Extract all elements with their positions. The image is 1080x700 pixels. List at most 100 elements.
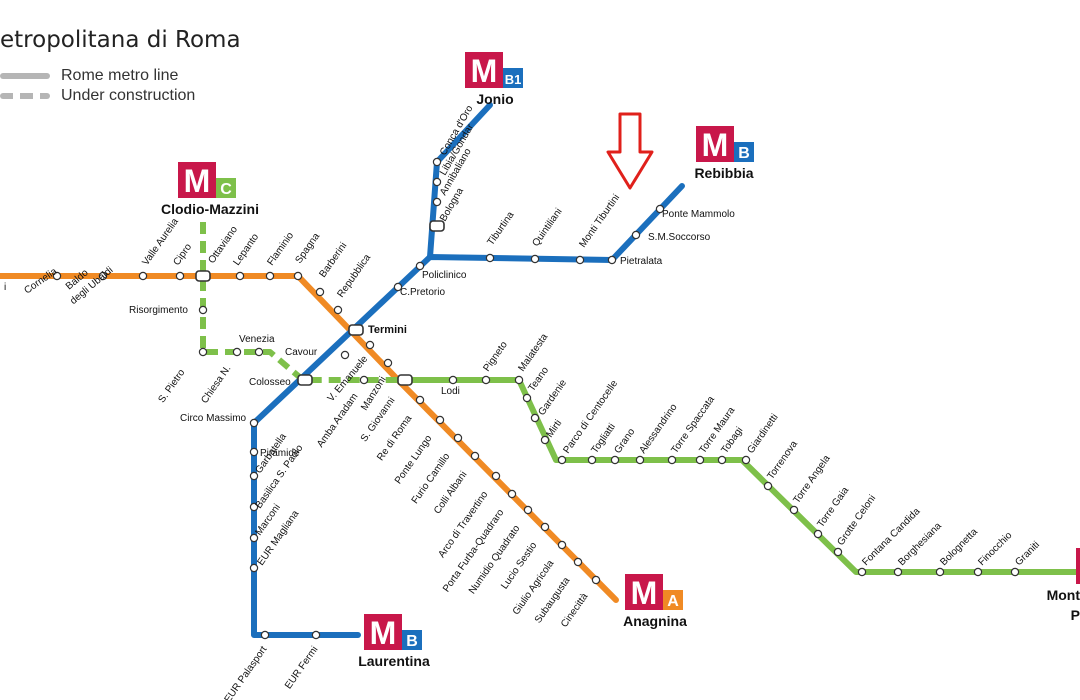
station-lucio[interactable] — [540, 522, 550, 532]
station-eurfermi[interactable] — [311, 630, 321, 640]
line-letter-box — [663, 590, 683, 610]
station-label-cipro: Cipro — [171, 241, 194, 267]
station-label-edge_a: i — [4, 282, 6, 293]
station-colli[interactable] — [470, 451, 480, 461]
metro-logo-icon — [696, 126, 734, 162]
map-title: etropolitana di Roma — [0, 27, 241, 53]
station-furio[interactable] — [453, 433, 463, 443]
station-label-torreangela: Torre Angela — [791, 453, 832, 506]
station-baldo[interactable] — [98, 271, 108, 281]
station-garbatella[interactable] — [249, 471, 259, 481]
station-bolognetta[interactable] — [935, 567, 945, 577]
station-malatesta[interactable] — [514, 375, 524, 385]
legend-under-construction: Under construction — [0, 87, 195, 105]
station-giardinetti[interactable] — [741, 455, 751, 465]
station-label-spagna: Spagna — [293, 231, 322, 266]
station-valle[interactable] — [138, 271, 148, 281]
station-label-circo: Circo Massimo — [180, 413, 247, 424]
station-conca[interactable] — [432, 157, 442, 167]
station-cavour[interactable] — [340, 350, 350, 360]
station-togliatti[interactable] — [587, 455, 597, 465]
station-spietro[interactable] — [198, 347, 208, 357]
station-chiesa[interactable] — [232, 347, 242, 357]
station-pigneto[interactable] — [481, 375, 491, 385]
station-subaugusta[interactable] — [573, 557, 583, 567]
station-grano[interactable] — [610, 455, 620, 465]
station-reroma[interactable] — [415, 395, 425, 405]
legend-under-construction-label: Under construction — [61, 87, 196, 104]
station-cpretorio[interactable] — [393, 282, 403, 292]
station-numidio[interactable] — [523, 505, 533, 515]
station-parco[interactable] — [557, 455, 567, 465]
line-letter: A — [667, 593, 679, 610]
station-pontelungo[interactable] — [435, 415, 445, 425]
station-lodi[interactable] — [448, 375, 458, 385]
station-mirti[interactable] — [540, 435, 550, 445]
interchange-bologna[interactable] — [429, 220, 445, 232]
interchange-colosseo[interactable] — [297, 374, 313, 386]
station-torreangela[interactable] — [789, 505, 799, 515]
station-lepanto[interactable] — [235, 271, 245, 281]
station-emanuele[interactable] — [365, 340, 375, 350]
station-giulio[interactable] — [557, 540, 567, 550]
station-cipro[interactable] — [175, 271, 185, 281]
interchange-ottaviano[interactable] — [195, 270, 211, 282]
station-finocchio[interactable] — [973, 567, 983, 577]
station-circo[interactable] — [249, 418, 259, 428]
station-tobagi[interactable] — [717, 455, 727, 465]
interchange-termini[interactable] — [348, 324, 364, 336]
station-spagna[interactable] — [293, 271, 303, 281]
station-risorgimento[interactable] — [198, 305, 208, 315]
station-label-pietralata: Pietralata — [620, 256, 663, 267]
station-amba[interactable] — [359, 375, 369, 385]
station-torrenova[interactable] — [763, 481, 773, 491]
terminus-badge-monti[interactable]: MMontP — [1047, 548, 1080, 623]
metro-logo-icon — [178, 162, 216, 198]
station-piramide[interactable] — [249, 447, 259, 457]
station-graniti[interactable] — [1010, 567, 1020, 577]
station-teano[interactable] — [522, 393, 532, 403]
station-montitiburtini[interactable] — [575, 255, 585, 265]
station-fontana[interactable] — [857, 567, 867, 577]
metro-logo-letter: M — [702, 127, 729, 163]
station-barberini[interactable] — [315, 287, 325, 297]
station-arco[interactable] — [491, 471, 501, 481]
station-borghesiana[interactable] — [893, 567, 903, 577]
station-portafurba[interactable] — [507, 489, 517, 499]
station-torregaia[interactable] — [813, 529, 823, 539]
station-torremaura[interactable] — [695, 455, 705, 465]
station-torrespaccata[interactable] — [667, 455, 677, 465]
station-label-mirti: Mirti — [544, 418, 564, 440]
station-marconi[interactable] — [249, 533, 259, 543]
station-libia[interactable] — [432, 177, 442, 187]
station-venezia[interactable] — [254, 347, 264, 357]
station-manzoni[interactable] — [383, 358, 393, 368]
station-policlinico[interactable] — [415, 261, 425, 271]
metro-logo-letter: M — [471, 53, 498, 89]
station-label-cpretorio: C.Pretorio — [400, 287, 445, 298]
station-gardenie[interactable] — [530, 413, 540, 423]
station-basilica[interactable] — [249, 502, 259, 512]
station-alessandrino[interactable] — [635, 455, 645, 465]
station-eurpalasport[interactable] — [260, 630, 270, 640]
station-pontemammolo[interactable] — [655, 204, 665, 214]
station-cornelia[interactable] — [52, 271, 62, 281]
station-quintiliani[interactable] — [530, 254, 540, 264]
station-repubblica[interactable] — [333, 305, 343, 315]
station-cinecitta[interactable] — [591, 575, 601, 585]
station-pietralata[interactable] — [607, 255, 617, 265]
station-smsoccorso[interactable] — [631, 230, 641, 240]
station-tiburtina[interactable] — [485, 253, 495, 263]
station-eurmagliana[interactable] — [249, 563, 259, 573]
station-label-risorgimento: Risorgimento — [129, 305, 188, 316]
station-annibaliano[interactable] — [432, 197, 442, 207]
station-flaminio[interactable] — [265, 271, 275, 281]
interchange-sgiovanni[interactable] — [397, 374, 413, 386]
station-grotteceloni[interactable] — [833, 547, 843, 557]
station-label-tiburtina: Tiburtina — [485, 209, 516, 247]
